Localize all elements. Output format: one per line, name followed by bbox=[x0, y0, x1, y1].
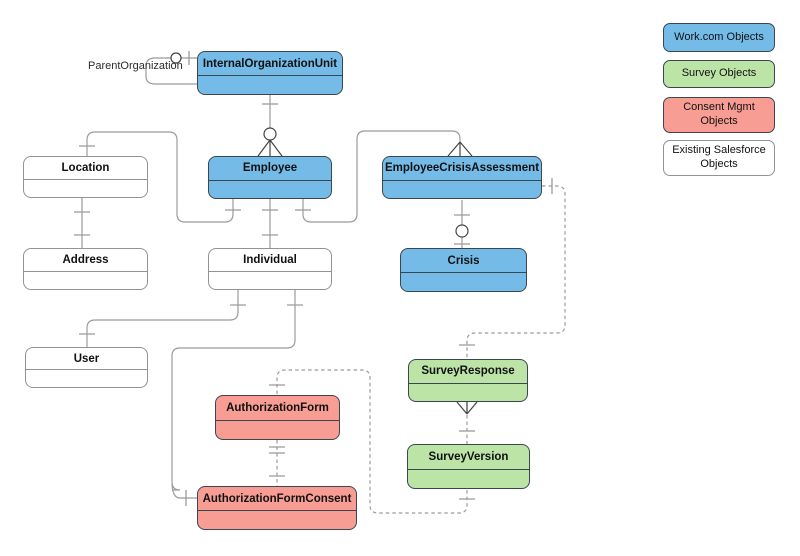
legend-label: Existing Salesforce Objects bbox=[672, 144, 766, 170]
entity-body bbox=[24, 272, 147, 289]
entity-crisis: Crisis bbox=[400, 248, 527, 292]
entity-body bbox=[209, 272, 331, 289]
legend-label: Work.com Objects bbox=[674, 30, 764, 43]
entity-survey-response: SurveyResponse bbox=[408, 359, 528, 402]
legend-label: Consent Mgmt Objects bbox=[683, 101, 755, 127]
entity-internal-organization-unit: InternalOrganizationUnit bbox=[197, 51, 343, 95]
entity-body bbox=[26, 370, 147, 387]
entity-title: EmployeeCrisisAssessment bbox=[383, 157, 541, 181]
connector-employee-eca bbox=[295, 130, 473, 223]
legend-item-workcom: Work.com Objects bbox=[663, 23, 775, 52]
entity-title: SurveyResponse bbox=[409, 360, 527, 384]
entity-title: Address bbox=[24, 249, 147, 272]
entity-body bbox=[198, 511, 356, 529]
entity-authorization-form-consent: AuthorizationFormConsent bbox=[197, 486, 357, 530]
legend-item-survey: Survey Objects bbox=[663, 60, 775, 88]
entity-title: SurveyVersion bbox=[408, 445, 529, 470]
entity-title: Location bbox=[24, 157, 147, 180]
connector-surveyresponse-surveyversion bbox=[456, 401, 478, 444]
entity-individual: Individual bbox=[208, 248, 332, 290]
connector-authorizationform-afc bbox=[269, 440, 285, 486]
entity-body bbox=[383, 181, 541, 198]
connector-eca-crisis bbox=[454, 200, 470, 248]
entity-body bbox=[216, 421, 339, 439]
connector-location-address bbox=[74, 198, 90, 248]
parent-organization-label: ParentOrganization bbox=[88, 60, 183, 72]
entity-body bbox=[408, 470, 529, 488]
entity-survey-version: SurveyVersion bbox=[407, 444, 530, 489]
entity-title: Individual bbox=[209, 249, 331, 272]
entity-authorization-form: AuthorizationForm bbox=[215, 395, 340, 440]
connector-eca-surveyresponse bbox=[459, 178, 566, 359]
entity-title: Employee bbox=[209, 157, 331, 181]
connector-individual-user bbox=[79, 290, 246, 347]
legend-label: Survey Objects bbox=[681, 67, 757, 80]
legend-item-existing: Existing Salesforce Objects bbox=[663, 140, 775, 176]
entity-body bbox=[24, 180, 147, 197]
connector-iou-employee bbox=[257, 95, 283, 157]
entity-body bbox=[209, 181, 331, 198]
entity-title: AuthorizationFormConsent bbox=[198, 487, 356, 512]
entity-user: User bbox=[25, 347, 148, 388]
entity-title: AuthorizationForm bbox=[216, 396, 339, 421]
entity-address: Address bbox=[23, 248, 148, 290]
entity-title: User bbox=[26, 348, 147, 371]
entity-body bbox=[409, 384, 527, 401]
connector-employee-location bbox=[79, 131, 241, 223]
entity-body bbox=[198, 76, 342, 94]
entity-title: Crisis bbox=[401, 249, 526, 274]
entity-location: Location bbox=[23, 156, 148, 198]
entity-title: InternalOrganizationUnit bbox=[198, 52, 342, 77]
entity-employee-crisis-assessment: EmployeeCrisisAssessment bbox=[382, 156, 542, 199]
legend-item-consent: Consent Mgmt Objects bbox=[663, 97, 775, 133]
connector-employee-individual bbox=[262, 199, 278, 248]
connector-authorizationform-surveyversion bbox=[269, 369, 475, 514]
connector-parent-organization-self-loop bbox=[145, 51, 197, 85]
entity-body bbox=[401, 273, 526, 291]
connector-individual-afc bbox=[171, 290, 303, 506]
entity-employee: Employee bbox=[208, 156, 332, 199]
